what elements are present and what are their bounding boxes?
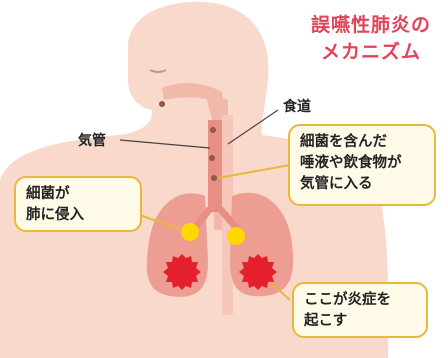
particle-dot — [209, 155, 215, 161]
particle-dot — [159, 101, 165, 107]
diagram-title: 誤嚥性肺炎の メカニズム — [296, 12, 446, 66]
callout-line: 細菌を含んだ — [300, 134, 387, 150]
callout-line: 起こす — [304, 313, 348, 329]
callout-pointer — [139, 214, 183, 231]
esophagus-label: 食道 — [283, 99, 311, 115]
title-line-1: 誤嚥性肺炎の — [310, 14, 431, 36]
title-line-2: メカニズム — [320, 41, 421, 63]
bacteria-dot — [227, 227, 245, 245]
callout-bacteria-saliva: 細菌を含んだ 唾液や飲食物が 気管に入る — [288, 124, 436, 206]
inflammation-spot — [239, 254, 277, 290]
trachea — [208, 120, 222, 212]
esophagus-leader-line — [227, 109, 279, 145]
mouth — [149, 69, 167, 73]
callout-pointer — [217, 164, 291, 179]
bacteria-dot — [181, 223, 199, 241]
particle-dot — [211, 175, 217, 181]
callout-line: ここが炎症を — [304, 292, 391, 308]
callout-line: 細菌が — [26, 186, 70, 202]
callout-pointer — [269, 281, 291, 301]
callout-line: 肺に侵入 — [26, 207, 84, 223]
callout-bacteria-lung: 細菌が 肺に侵入 — [14, 176, 142, 232]
trachea-label: 気管 — [78, 133, 106, 149]
callout-inflammation: ここが炎症を 起こす — [292, 282, 428, 338]
trachea-leader-line — [119, 139, 211, 149]
callout-line: 唾液や飲食物が — [300, 155, 402, 171]
callout-line: 気管に入る — [300, 176, 373, 192]
inflammation-spot — [163, 254, 201, 290]
particle-dot — [210, 127, 216, 133]
